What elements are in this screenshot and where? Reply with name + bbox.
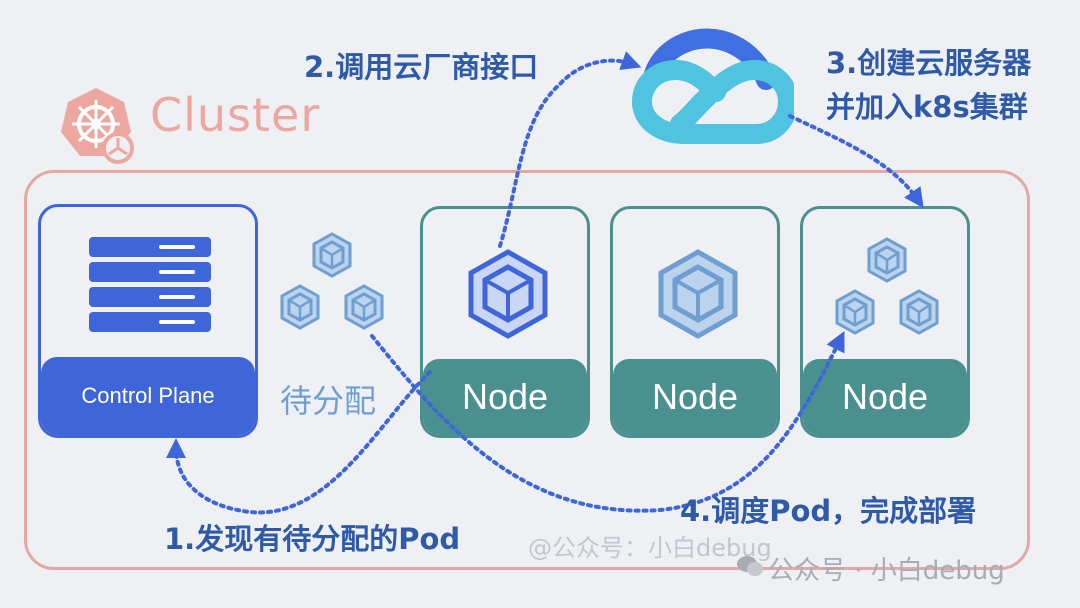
node-label-3: Node	[803, 359, 967, 435]
control-plane-box: Control Plane	[38, 204, 258, 438]
cluster-frame	[24, 170, 1030, 570]
step-2-label: 2.调用云厂商接口	[304, 50, 539, 84]
server-rack-icon	[89, 237, 211, 332]
arrow-step-1	[166, 370, 432, 515]
arrow-step-2	[498, 51, 642, 248]
arrow-step-3	[788, 114, 924, 209]
step-3-label-line1: 3.创建云服务器	[826, 46, 1032, 80]
node-box-3: Node	[800, 206, 970, 438]
node-label-1: Node	[423, 359, 587, 435]
watermark-inner: @公众号：小白debug	[528, 534, 772, 562]
step-4-label: 4.调度Pod，完成部署	[680, 494, 977, 528]
node-box-2: Node	[610, 206, 780, 438]
node-label-2: Node	[613, 359, 777, 435]
step-1-label: 1.发现有待分配的Pod	[164, 522, 461, 556]
cloud-icon	[631, 28, 794, 144]
pod-cube-icon	[658, 249, 738, 339]
node-box-1: Node	[420, 206, 590, 438]
cluster-label: Cluster	[150, 88, 321, 142]
step-3-label-line2: 并加入k8s集群	[826, 90, 1028, 124]
control-plane-label: Control Plane	[41, 357, 255, 435]
pending-label: 待分配	[280, 382, 377, 420]
arrow-step-4	[370, 331, 845, 513]
helm-wheel-icon	[61, 88, 134, 164]
watermark-outer: 公众号 · 小白debug	[768, 556, 1005, 586]
pod-cube-highlighted-icon	[468, 249, 548, 339]
wechat-icon	[737, 556, 763, 576]
